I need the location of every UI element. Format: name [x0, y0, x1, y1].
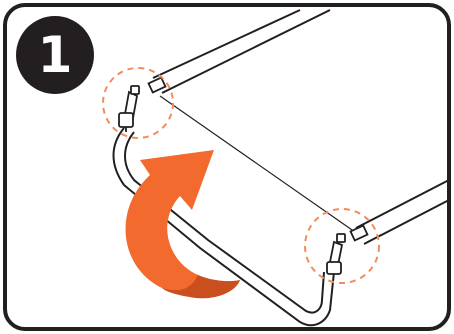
fabric-edge-line: [159, 95, 356, 233]
upper-tube: [152, 9, 331, 94]
left-connector: [118, 76, 167, 132]
right-highlight-circle: [304, 208, 380, 284]
right-connector: [326, 224, 369, 275]
step-number-badge: 1: [16, 16, 94, 94]
lower-u-frame: [112, 127, 335, 327]
left-highlight-circle: [102, 67, 174, 139]
rotate-arrow-icon: [125, 150, 240, 299]
